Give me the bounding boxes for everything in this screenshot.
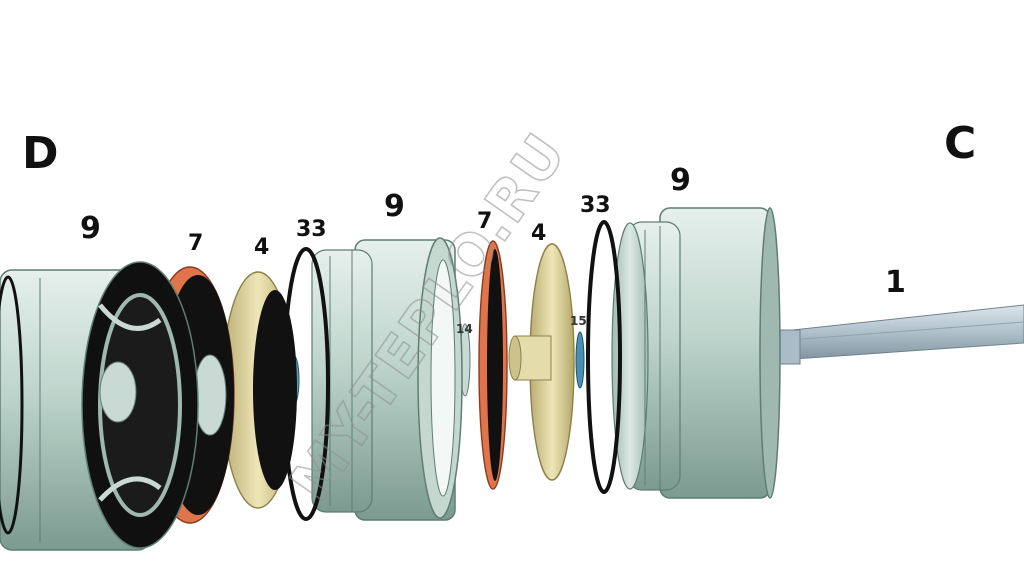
part-label-9-right: 9 — [670, 163, 691, 198]
end-label-d: D — [22, 128, 59, 179]
part-label-9-middle: 9 — [384, 189, 405, 224]
brass-disc-4-mid — [508, 243, 575, 481]
part-label-9-left: 9 — [80, 211, 101, 246]
cartridge-body-right — [611, 207, 781, 499]
part-label-4-middle: 4 — [531, 221, 546, 246]
part-label-33-left: 33 — [296, 217, 327, 242]
part-label-7-left: 7 — [188, 231, 203, 256]
brass-disc-4-left — [221, 271, 297, 509]
part-label-15: 15 — [570, 314, 587, 328]
part-label-33-middle: 33 — [580, 193, 611, 218]
part-label-1-shaft: 1 — [885, 265, 906, 300]
o-ring-33-right — [586, 220, 622, 494]
part-label-7-middle: 7 — [477, 209, 492, 234]
end-label-c: C — [944, 118, 976, 169]
part-label-4-left: 4 — [254, 235, 269, 260]
part-label-14: 14 — [456, 322, 473, 336]
cartridge-body-left — [0, 261, 199, 551]
shaft-part-1 — [763, 304, 1024, 365]
gasket-7-mid — [478, 240, 508, 490]
ring-part-15 — [575, 331, 585, 389]
